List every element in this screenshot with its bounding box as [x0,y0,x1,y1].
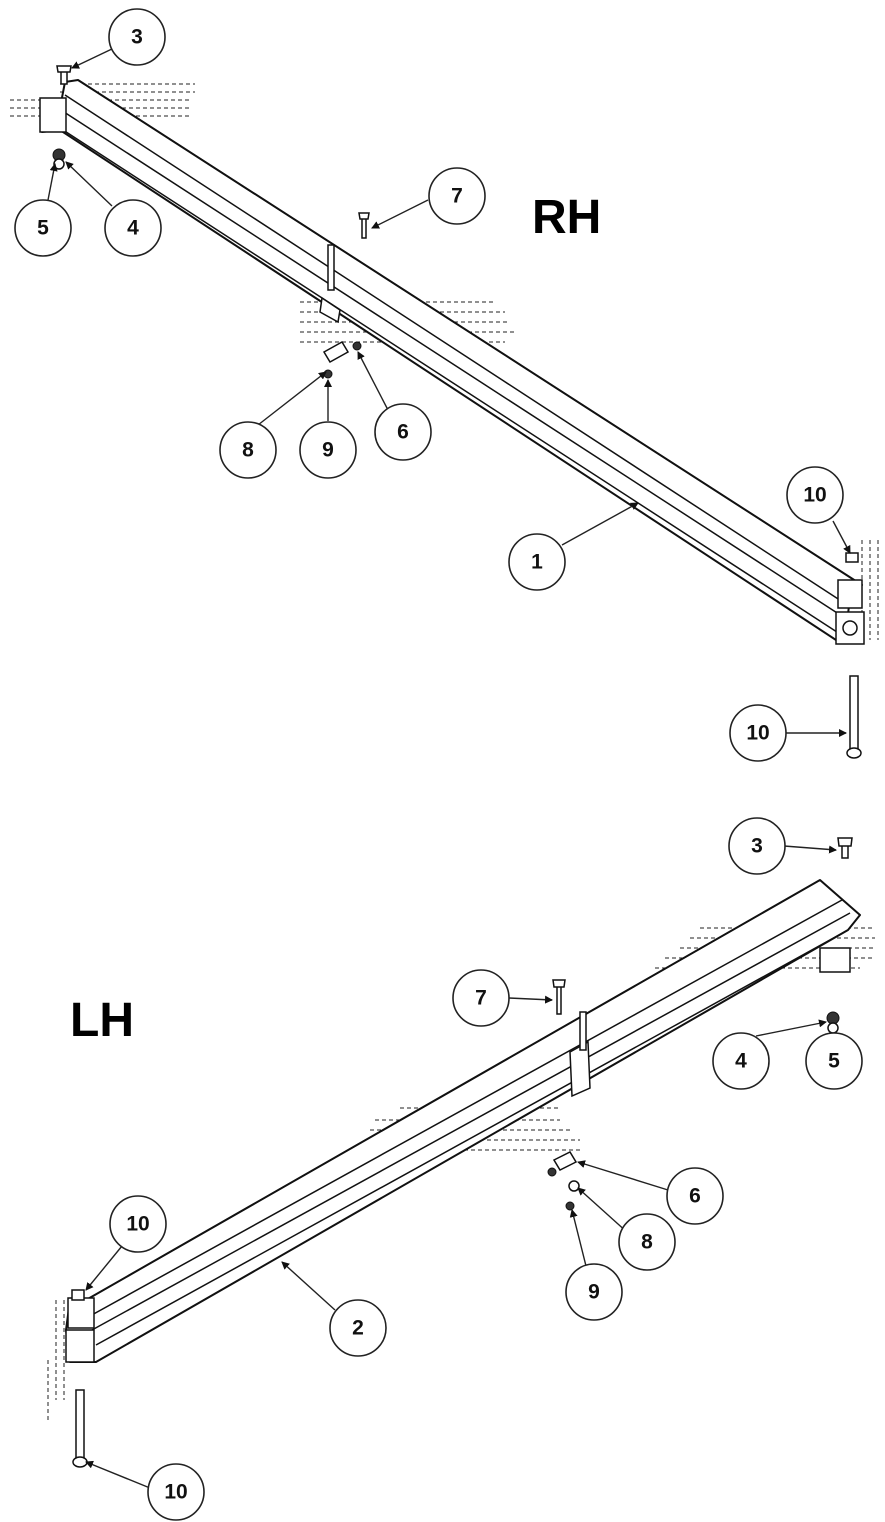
lh-pin-icon [75,1389,85,1461]
rh-callout-4: 4 [104,199,162,257]
lh-clamp-plate [552,1151,578,1171]
lh-pin-head-icon [72,1456,88,1468]
lh-callout-9-label: 9 [588,1281,600,1304]
lh-callout-10-top: 10 [109,1195,167,1253]
rh-callout-5-label: 5 [37,217,49,240]
lh-washer-small-icon [568,1180,580,1192]
rh-callout-10-bottom-label: 10 [746,722,769,745]
lh-callout-4-label: 4 [735,1050,747,1073]
lh-callout-10-bottom: 10 [147,1463,205,1521]
rh-small-nut-icon [352,341,362,351]
rh-callout-1: 1 [508,533,566,591]
lh-beam [65,879,861,1363]
lh-side-label: LH [70,994,134,1047]
lh-callout-2-label: 2 [352,1317,364,1340]
rh-callout-7-label: 7 [451,185,463,208]
rh-callout-10-top: 10 [786,466,844,524]
lh-callout-9: 9 [565,1263,623,1321]
rh-callout-6-label: 6 [397,421,409,444]
rh-pin-head-icon [846,747,862,759]
rh-callout-8-label: 8 [242,439,254,462]
lh-callout-8-label: 8 [641,1231,653,1254]
lh-bolt-icon [837,837,853,859]
rh-center-clamp [319,296,341,324]
rh-callout-7: 7 [428,167,486,225]
lh-right-bracket [819,947,851,973]
rh-callout-10-top-label: 10 [803,484,826,507]
rh-pin-icon [849,675,859,751]
rh-side-label: RH [532,191,601,244]
rh-callout-9-label: 9 [322,439,334,462]
rh-left-bracket [39,97,67,133]
rh-bolt-icon [56,65,72,85]
rh-top-pin-head-icon [845,552,859,563]
rh-hardware [52,65,862,759]
lh-callout-6: 6 [666,1167,724,1225]
rh-callout-8: 8 [219,421,277,479]
rh-callout-6: 6 [374,403,432,461]
rh-callout-10-bottom: 10 [729,704,787,762]
lh-hardware [71,837,853,1468]
rh-right-bracket-upper [837,579,863,609]
lh-callout-7: 7 [452,969,510,1027]
rh-callout-9: 9 [299,421,357,479]
lh-lock-nut-icon [565,1201,575,1211]
rh-right-hole [842,620,858,636]
rh-beam [39,79,865,645]
lh-top-pin-head-icon [71,1289,85,1301]
rh-callout-1-label: 1 [531,551,543,574]
lh-callout-2: 2 [329,1299,387,1357]
lh-left-bracket-lower [65,1329,95,1363]
lh-callout-3: 3 [728,817,786,875]
lh-callout-7-label: 7 [475,987,487,1010]
rh-clamp-bolt-icon [327,244,335,291]
lh-small-nut-icon [547,1167,557,1177]
lh-callout-10-top-label: 10 [126,1213,149,1236]
rh-callout-3-label: 3 [131,26,143,49]
lh-callout-6-label: 6 [689,1185,701,1208]
rh-assembly: RH [10,8,879,762]
lh-callout-5-label: 5 [828,1050,840,1073]
lh-u-bolt-icon [552,979,566,1015]
lh-callout-4: 4 [712,1032,770,1090]
lh-callout-5: 5 [805,1032,863,1090]
rh-callout-4-label: 4 [127,217,139,240]
lh-washer-icon [826,1011,840,1025]
lh-callout-10-bottom-label: 10 [164,1481,187,1504]
lh-left-bracket-upper [67,1297,95,1329]
lh-callout-3-label: 3 [751,835,763,858]
rh-clamp-plate [322,340,350,364]
lh-nut-icon [827,1022,839,1034]
lh-callout-8: 8 [618,1213,676,1271]
rh-callout-3: 3 [108,8,166,66]
rh-u-bolt-icon [358,212,370,239]
lh-assembly: LH [47,817,875,1521]
rh-lock-nut-icon [323,369,333,379]
lh-clamp-bolt-icon [579,1011,587,1051]
rh-nut-icon [53,158,65,170]
rh-callout-5: 5 [14,199,72,257]
rh-leaders [47,47,851,737]
